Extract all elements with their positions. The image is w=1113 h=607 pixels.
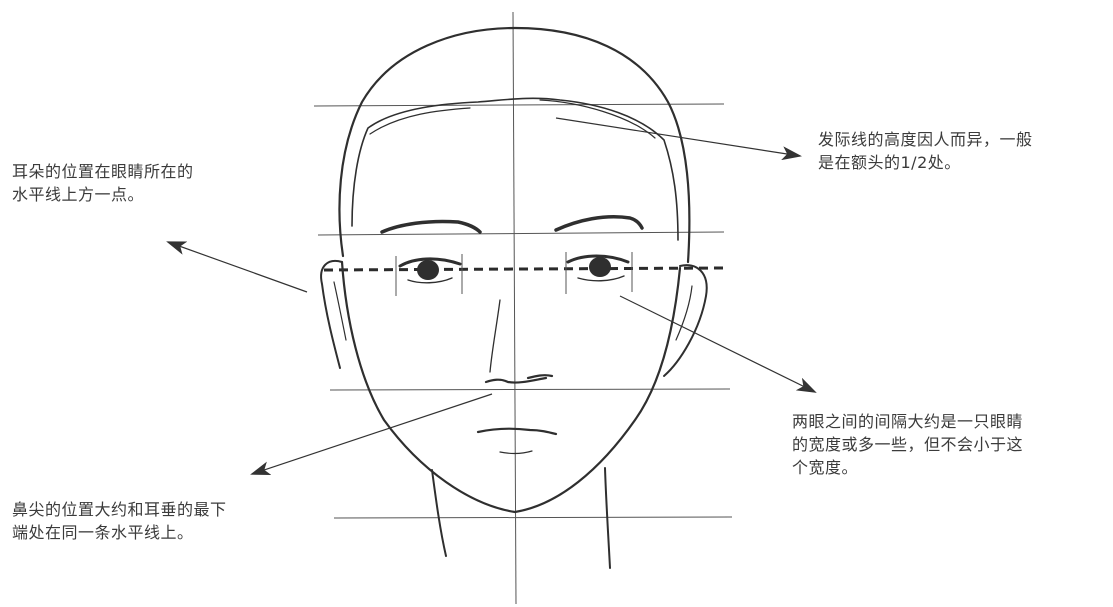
- right-ear-inner: [675, 285, 693, 341]
- face-contour: [340, 260, 682, 514]
- nose-bridge: [489, 299, 501, 373]
- ear-position-note: 耳朵的位置在眼睛所在的 水平线上方一点。: [12, 160, 194, 206]
- right-ear: [663, 264, 708, 377]
- neck-left: [431, 469, 447, 557]
- ear-arrow: [166, 241, 308, 293]
- center-vertical-guide: [512, 11, 517, 605]
- left-ear: [320, 260, 343, 369]
- hairline-note-line-2: 是在额头的1/2处。: [818, 153, 961, 172]
- hairline-arrow: [555, 117, 802, 161]
- eye-line-dashed: [323, 266, 725, 272]
- right-iris: [589, 257, 611, 277]
- head-sketch: [320, 26, 708, 569]
- nose-tip-note: 鼻尖的位置大约和耳垂的最下 端处在同一条水平线上。: [12, 498, 227, 544]
- eyes-note-line-3: 个宽度。: [792, 458, 859, 477]
- brow-guide: [317, 231, 725, 236]
- skull-outline: [338, 26, 691, 264]
- chin-guide: [333, 516, 733, 519]
- hairline-note-line-1: 发际线的高度因人而异，一般: [818, 130, 1033, 149]
- hairline-note: 发际线的高度因人而异，一般 是在额头的1/2处。: [818, 128, 1033, 174]
- nose-guide: [329, 388, 731, 391]
- eyes-arrow: [619, 295, 817, 393]
- ear-note-line-1: 耳朵的位置在眼睛所在的: [12, 162, 194, 181]
- ear-note-line-2: 水平线上方一点。: [12, 185, 145, 204]
- hairline-stroke: [351, 97, 679, 241]
- eyes-note-line-2: 的宽度或多一些，但不会小于这: [792, 435, 1024, 454]
- nose-note-line-2: 端处在同一条水平线上。: [12, 523, 194, 542]
- hairline-stroke-2: [369, 99, 656, 139]
- lower-lip: [499, 450, 533, 454]
- nose-note-line-1: 鼻尖的位置大约和耳垂的最下: [12, 500, 227, 519]
- nose-bottom: [484, 374, 554, 384]
- left-eyebrow: [380, 219, 482, 234]
- left-iris: [417, 260, 439, 280]
- neck-right: [604, 467, 611, 569]
- mouth: [476, 427, 558, 436]
- right-eye-lower: [577, 275, 625, 282]
- hairline-guide: [313, 103, 725, 107]
- left-eye-lower: [407, 277, 453, 284]
- left-ear-inner: [333, 281, 347, 341]
- eye-spacing-note: 两眼之间的间隔大约是一只眼睛 的宽度或多一些，但不会小于这 个宽度。: [792, 410, 1023, 479]
- right-eyebrow: [554, 214, 644, 232]
- left-eye-upper: [398, 257, 462, 268]
- right-eye-upper: [566, 254, 630, 264]
- guide-lines: [313, 11, 733, 605]
- nose-arrow: [250, 393, 493, 475]
- eyes-note-line-1: 两眼之间的间隔大约是一只眼睛: [792, 412, 1024, 431]
- arrows: [166, 117, 817, 475]
